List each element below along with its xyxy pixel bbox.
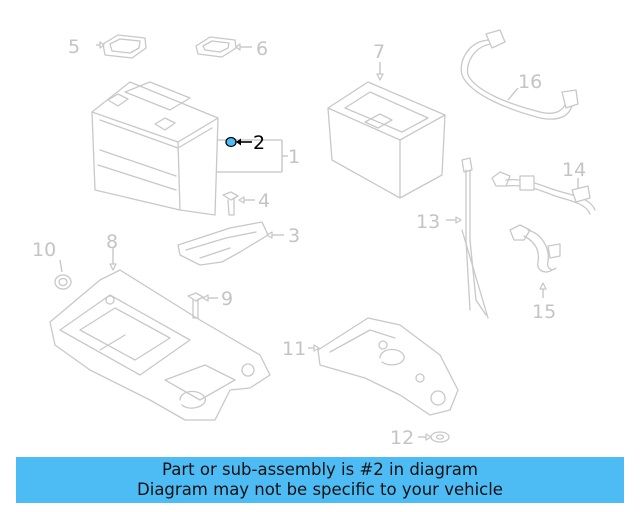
callout-9: 9 (221, 288, 233, 310)
callout-7: 7 (373, 41, 385, 63)
part-11-bracket (308, 317, 459, 416)
part-13-rod (446, 157, 489, 319)
banner-line-1: Part or sub-assembly is #2 in diagram (162, 460, 478, 479)
part-4-bolt (222, 191, 255, 216)
part-16-cable (460, 29, 579, 120)
callout-13: 13 (416, 211, 440, 233)
part-8-tray (49, 248, 271, 421)
part-14-cable (491, 171, 596, 215)
part-12-washer (418, 431, 450, 443)
part-7-battery-box (327, 62, 446, 199)
callout-12: 12 (390, 427, 414, 449)
info-banner: Part or sub-assembly is #2 in diagram Di… (16, 457, 624, 503)
part-15-small-cable (509, 224, 561, 298)
callout-5: 5 (68, 36, 80, 58)
callout-2: 2 (253, 132, 265, 154)
callout-16: 16 (518, 71, 542, 93)
part-2-highlighted (225, 136, 252, 148)
callout-10: 10 (32, 239, 56, 261)
part-6-terminal-cover (195, 36, 252, 58)
banner-line-2: Diagram may not be specific to your vehi… (137, 480, 503, 499)
parts-diagram: 5 6 1 2 4 (32, 29, 596, 449)
callout-8: 8 (106, 231, 118, 253)
part-10-nut (54, 259, 72, 290)
part-3-clamp (177, 221, 284, 266)
part-1-battery (91, 81, 288, 216)
callout-4: 4 (258, 190, 270, 212)
callout-15: 15 (532, 301, 556, 323)
part-5-terminal-cap (96, 34, 147, 59)
callout-1: 1 (288, 146, 300, 168)
part-9-bolt (187, 292, 218, 319)
callout-11: 11 (282, 338, 306, 360)
callout-6: 6 (256, 38, 268, 60)
callout-3: 3 (288, 225, 300, 247)
callout-14: 14 (562, 159, 586, 181)
